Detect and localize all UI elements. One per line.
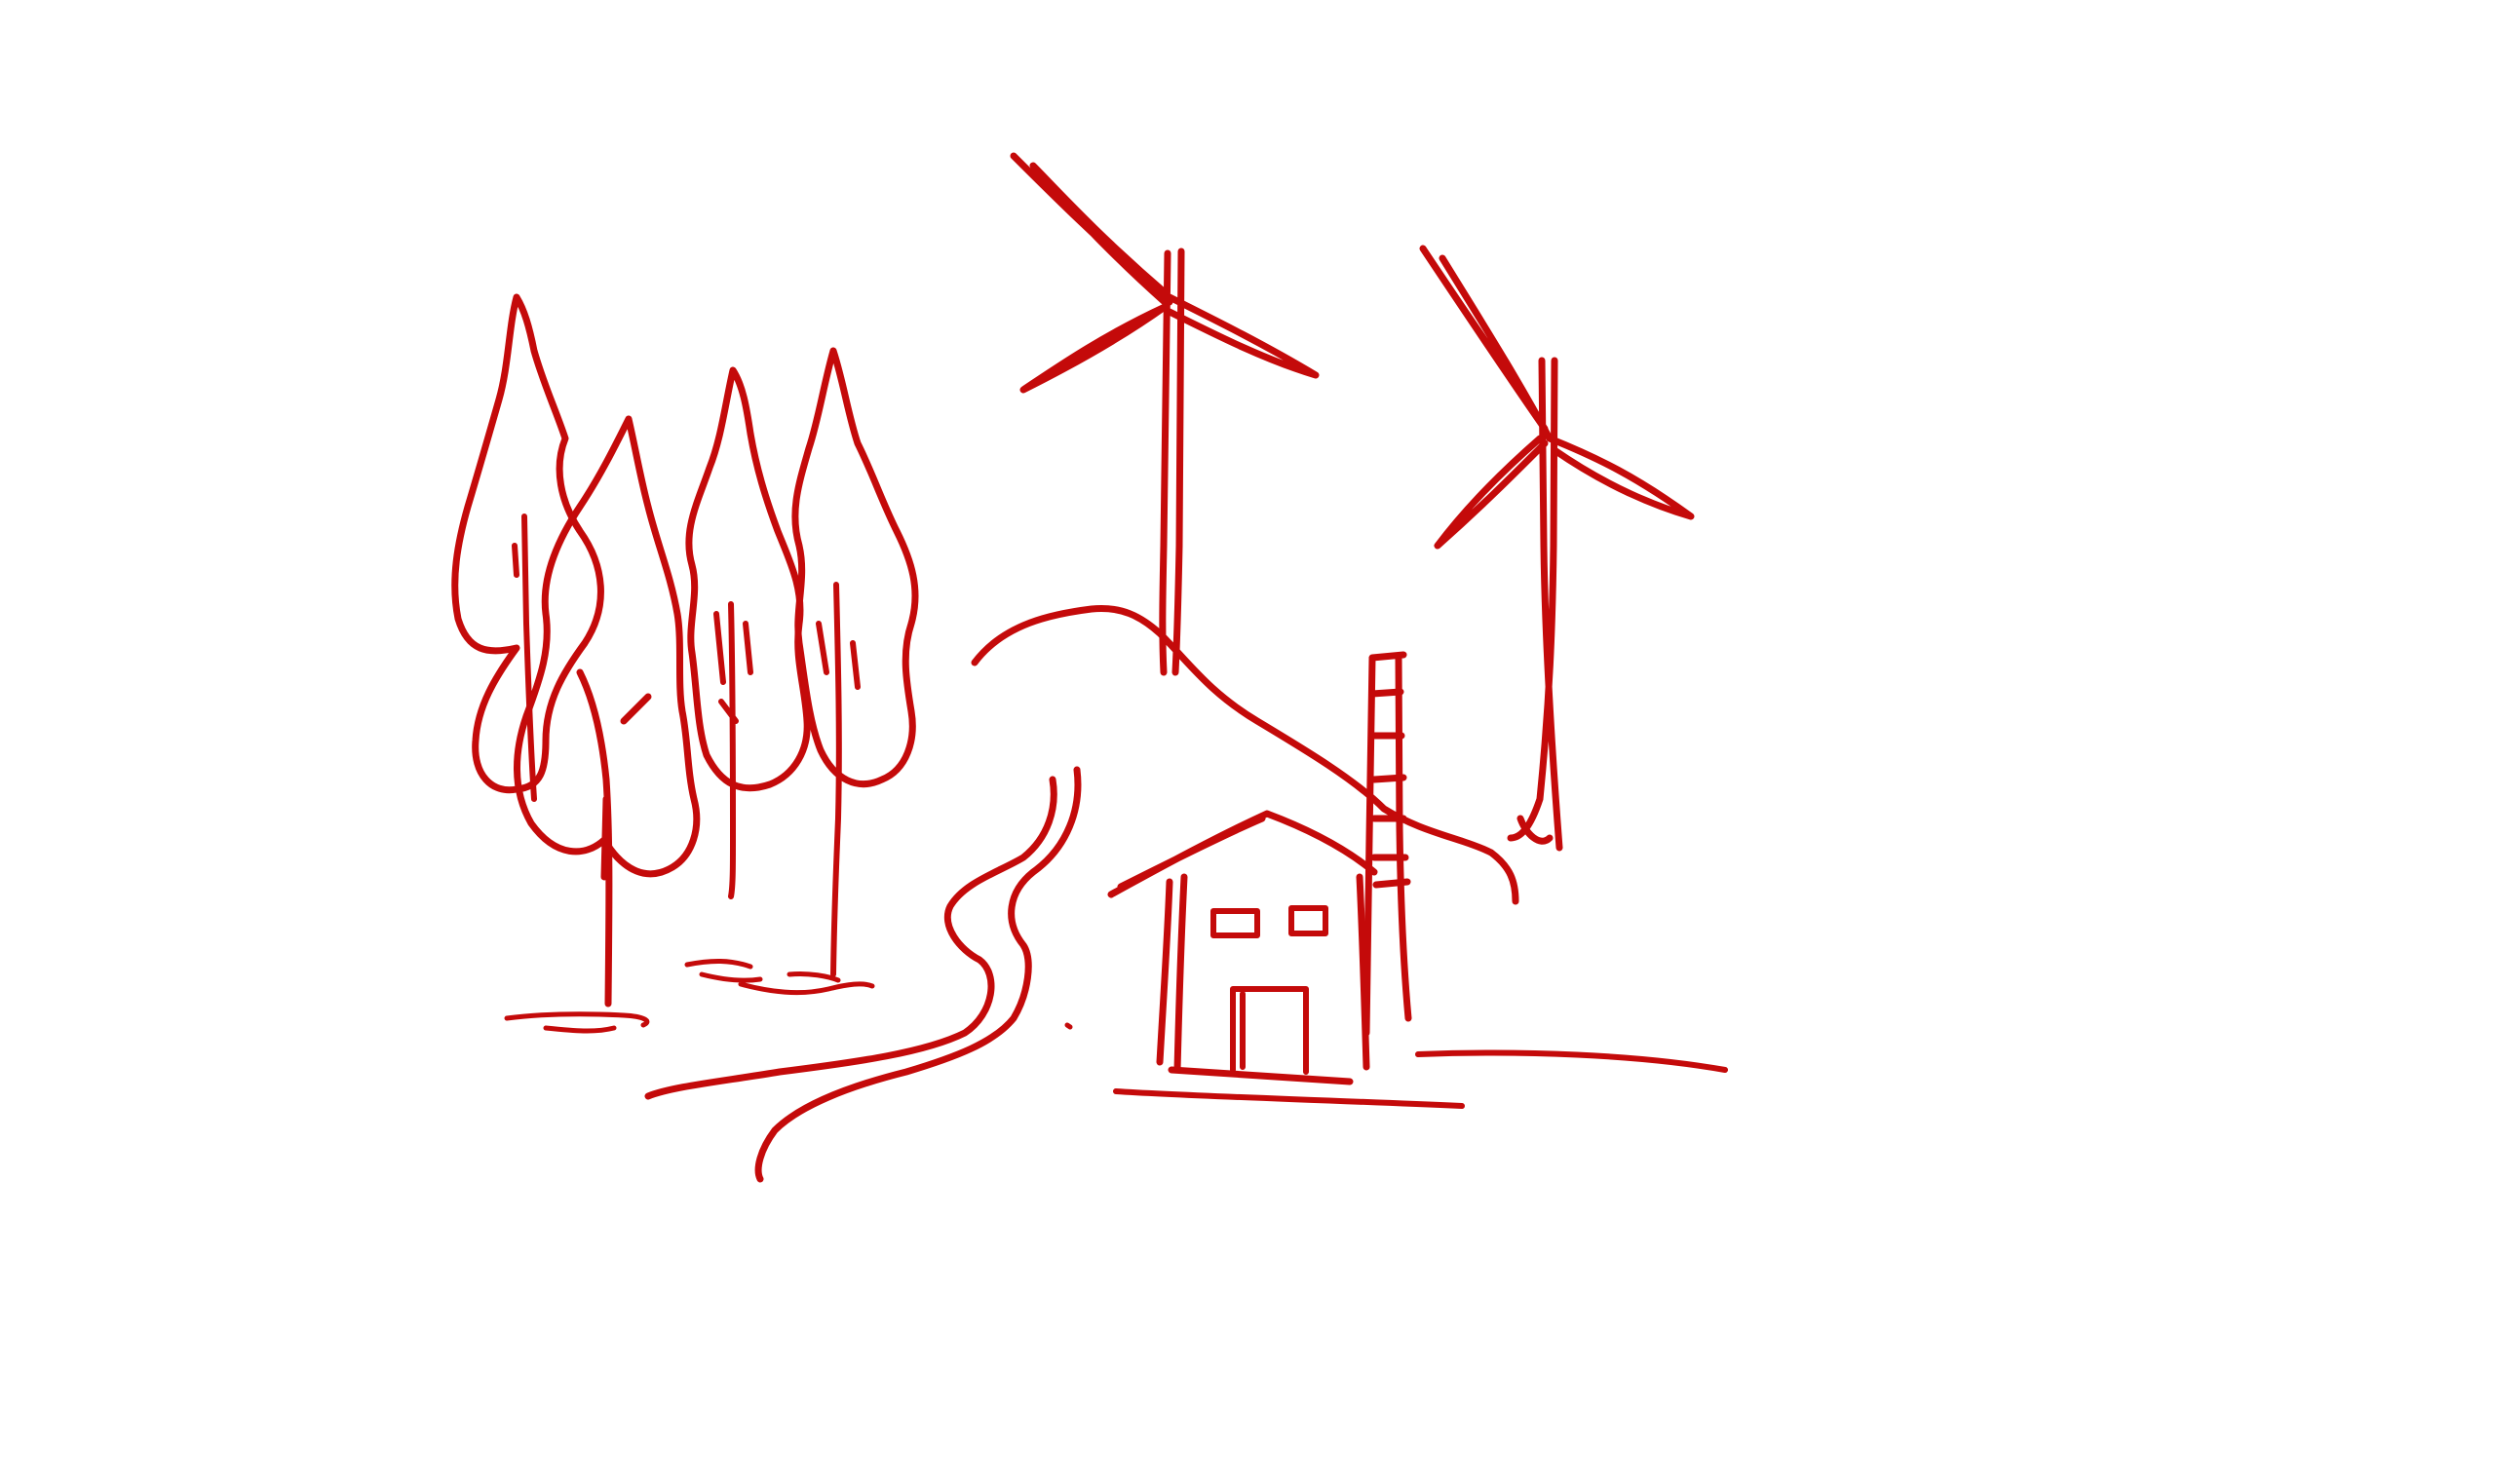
turbine-2-tower — [1507, 357, 1563, 852]
tree-4-crown — [791, 347, 919, 787]
tree-4-trunk — [816, 582, 861, 977]
turbine-1-blade-up — [1010, 152, 1173, 306]
ground-line-right — [1415, 1049, 1728, 1073]
wind-turbine-2 — [1419, 245, 1695, 852]
turbine-1-blade-right — [1166, 293, 1320, 379]
tree-3-trunk — [713, 601, 753, 899]
tree-1-crown — [451, 293, 604, 794]
chimney-stripes — [1368, 688, 1411, 889]
chimney — [1363, 651, 1412, 1037]
tree-4 — [791, 347, 919, 977]
winding-path — [644, 766, 1082, 1183]
tree-3-crown — [685, 366, 811, 792]
house-walls — [1156, 873, 1370, 1085]
wind-turbine-1 — [1010, 152, 1320, 676]
turbine-1-blade-left — [1019, 303, 1169, 394]
path-left-edge — [644, 776, 1057, 1100]
tree-base-scribbles — [504, 958, 875, 1034]
house — [1107, 810, 1378, 1085]
tree-2-crown — [514, 415, 701, 878]
hill-outline — [971, 604, 1519, 905]
turbine-2-blade-left — [1434, 435, 1549, 550]
chimney-outline — [1363, 651, 1412, 1037]
stray-dot — [1064, 1022, 1073, 1030]
turbine-1-tower — [1159, 247, 1185, 676]
path-right-edge — [754, 766, 1082, 1183]
turbine-2-blade-right — [1546, 435, 1695, 520]
turbine-2-blade-up — [1419, 245, 1554, 442]
tree-1 — [451, 293, 604, 802]
tree-2 — [514, 415, 701, 1008]
tree-group — [451, 293, 919, 1034]
house-window-right — [1288, 905, 1328, 936]
house-roof — [1107, 810, 1378, 898]
tree-3 — [685, 366, 811, 899]
house-window-left — [1210, 908, 1260, 938]
tree-2-trunk — [576, 668, 652, 1008]
ground-line-house — [1113, 1088, 1465, 1109]
house-door — [1230, 986, 1309, 1075]
wind-turbine-group — [1010, 152, 1695, 852]
